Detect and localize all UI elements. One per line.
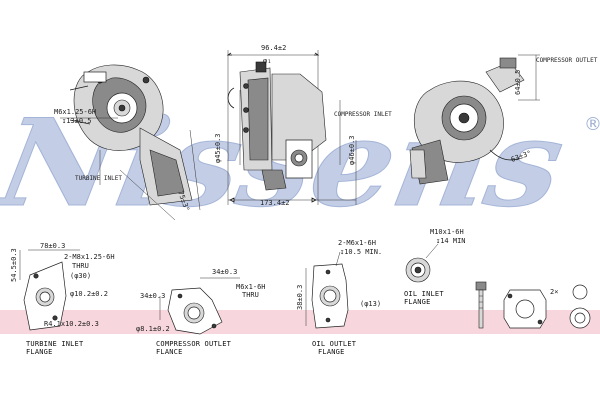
center-width-bottom-label: 173.4±2: [260, 199, 290, 207]
compressor-angle-label: 64±0.5: [514, 70, 522, 95]
oil-outlet-caption-2: FLANGE: [318, 348, 345, 356]
compressor-flange-thread: M6x1-6H: [236, 283, 266, 291]
turbine-thread-label: M6x1.25-6H: [54, 108, 96, 116]
oil-inlet-thread: M10x1-6H: [430, 228, 464, 236]
oil-outlet-depth: ↧10.5 MIN.: [340, 248, 382, 256]
turbo-side-view-center: [226, 50, 357, 205]
compressor-flange-hole: φ8.1±0.2: [136, 325, 170, 333]
oil-inlet-flange: [405, 243, 439, 283]
accessory-gasket-square: [503, 289, 547, 329]
registered-mark: ®: [584, 114, 600, 135]
compressor-flange-thru: THRU: [242, 291, 259, 299]
turbine-flange-pcd: φ10.2±0.2: [70, 290, 108, 298]
compressor-callout: COMPRESSOR OUTLET: [536, 57, 598, 64]
compressor-flange-dim-left: 34±0.3: [140, 292, 165, 300]
pink-band: [0, 310, 600, 334]
compressor-flange-caption-1: COMPRESSOR OUTLET: [156, 340, 232, 348]
oil-outlet-flange: [305, 251, 349, 329]
turbine-flange-thru: THRU: [72, 262, 89, 270]
accessory-qty-label: 2×: [550, 288, 558, 296]
compressor-flange-caption-2: FLANCE: [156, 348, 183, 356]
turbine-flange-dim-height: 54.5±0.3: [10, 248, 18, 282]
turbine-flange-thread: 2-M8x1.25-6H: [64, 253, 115, 261]
center-callout-right: COMPRESSOR INLET: [334, 111, 392, 118]
turbine-view-left: [60, 64, 201, 221]
turbine-flange-bore: (φ30): [70, 272, 91, 280]
compressor-view-right: [409, 54, 540, 185]
turbine-pointer-label: TURBINE INLET: [75, 175, 122, 182]
center-dia-right-label: φ46±0.3: [348, 135, 356, 165]
turbine-flange-caption-1: TURBINE INLET: [26, 340, 84, 348]
oil-outlet-bore: (φ13): [360, 300, 381, 308]
oil-outlet-thread: 2-M6x1-6H: [338, 239, 376, 247]
oil-inlet-caption-1: OIL INLET: [404, 290, 444, 298]
turbine-flange-dim-width: 78±0.3: [40, 242, 65, 250]
oil-outlet-caption-1: OIL OUTLET: [312, 340, 357, 348]
center-width-top-label: 96.4±2: [261, 44, 286, 52]
turbine-flange-radius: R4.1x10.2±0.3: [44, 320, 99, 328]
turbine-inlet-flange: [19, 249, 80, 331]
center-phi-label: φ₁: [263, 57, 271, 65]
center-dia-left-label: φ45±0.3: [214, 133, 222, 163]
oil-inlet-caption-2: FLANGE: [404, 298, 431, 306]
accessory-bolt: [475, 281, 487, 329]
accessory-gasket-round: [569, 284, 591, 329]
compressor-outlet-flange: [159, 277, 240, 335]
turbine-depth-label: ↧13±0.5: [62, 117, 92, 125]
oil-inlet-depth: ↧14 MIN: [436, 237, 466, 245]
oil-outlet-height: 38±0.3: [296, 285, 304, 310]
turbine-flange-caption-2: FLANGE: [26, 348, 53, 356]
compressor-flange-dim-top: 34±0.3: [212, 268, 237, 276]
